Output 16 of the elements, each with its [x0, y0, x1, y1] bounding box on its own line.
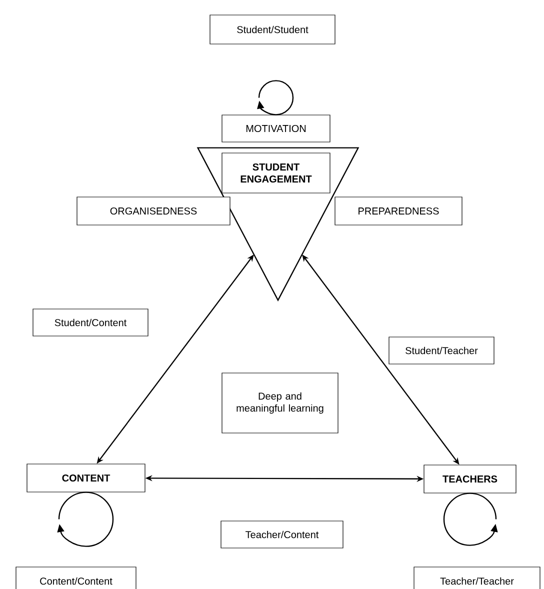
text-box: Deep and meaningful learning	[222, 372, 338, 434]
cycle-arrow	[443, 492, 498, 546]
text-box: Student/Teacher	[388, 336, 494, 364]
cycle-arrow	[257, 80, 294, 116]
text-box: Teacher/Teacher	[414, 566, 540, 589]
text-box: Content/Content	[16, 566, 136, 589]
text-box: PREPAREDNESS	[334, 196, 462, 226]
text-box: TEACHERS	[424, 464, 516, 494]
text-box: CONTENT	[26, 464, 146, 492]
text-box: Student/Student	[210, 14, 336, 44]
text-box: Student/Content	[32, 308, 148, 336]
cycle-arrow	[57, 492, 114, 547]
text-box: ORGANISEDNESS	[76, 196, 230, 226]
text-box: MOTIVATION	[222, 114, 330, 142]
text-box: STUDENT ENGAGEMENT	[222, 152, 330, 194]
text-box: Teacher/Content	[220, 520, 344, 548]
